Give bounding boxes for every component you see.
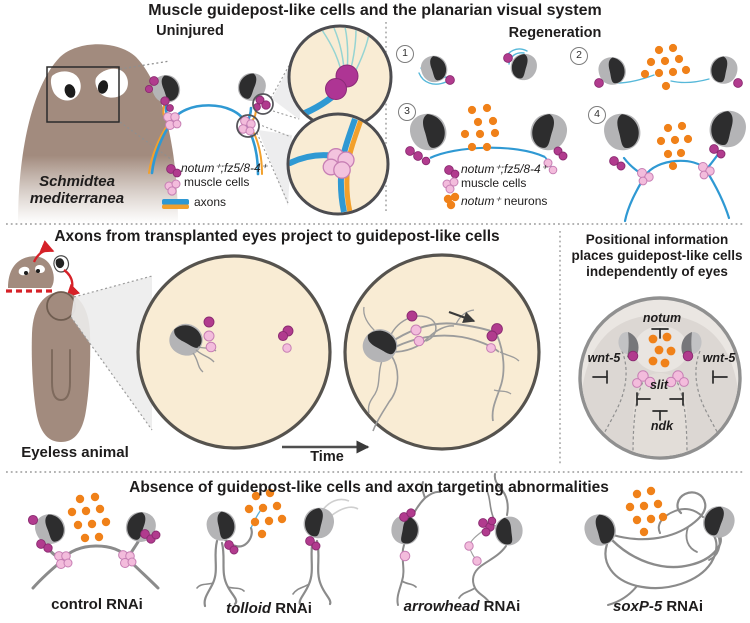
magenta-muscle-cells xyxy=(144,76,271,112)
regeneration-stage-1 xyxy=(418,48,539,85)
positional-information-diagram xyxy=(578,296,742,460)
species-name-line1: Schmidtea xyxy=(39,173,115,190)
legend-regen-gene: notum⁺;fz5/8-4⁺ xyxy=(461,162,548,176)
notum-neurons-cluster xyxy=(640,43,691,91)
positional-title-line1: Positional information xyxy=(585,232,729,247)
panel-separators xyxy=(6,22,744,473)
zoom-circle-intersection xyxy=(286,112,390,216)
legend-regen-muscle: muscle cells xyxy=(461,175,527,190)
legend-uninjured-gene: notum⁺;fz5/8-4⁺ xyxy=(181,161,268,175)
gene-label-ndk: ndk xyxy=(650,419,674,433)
transplant-illustration xyxy=(6,240,153,442)
timepoint-circle-early xyxy=(136,254,332,450)
gene-label-slit: slit xyxy=(649,378,669,392)
regeneration-stage-4 xyxy=(601,108,749,223)
condition-label-soxp5: soxP-5 RNAi xyxy=(612,598,704,615)
regeneration-stage-3 xyxy=(405,103,570,175)
legend-regeneration-icons xyxy=(442,165,460,210)
gene-label-wnt5-left: wnt-5 xyxy=(587,351,621,365)
stage-number-4: 4 xyxy=(588,106,606,124)
legend-uninjured-icons xyxy=(162,164,189,209)
time-label: Time xyxy=(310,449,344,465)
gene-label-notum: notum xyxy=(642,311,682,325)
eyeless-animal-label: Eyeless animal xyxy=(21,444,129,461)
target-arrow xyxy=(448,310,476,324)
stage-number-2: 2 xyxy=(570,47,588,65)
condition-label-arrowhead: arrowhead RNAi xyxy=(403,598,521,615)
planarian-illustration xyxy=(18,44,178,224)
condition-soxp5 xyxy=(582,486,738,606)
timepoint-circle-late xyxy=(343,253,541,451)
head-region-outline xyxy=(46,66,120,123)
panel-top-title: Muscle guidepost-like cells and the plan… xyxy=(148,2,602,19)
condition-arrowhead xyxy=(387,473,526,606)
condition-label-control: control RNAi xyxy=(51,596,143,613)
panel-bottom-title: Absence of guidepost-like cells and axon… xyxy=(129,479,609,496)
positional-title-line3: independently of eyes xyxy=(586,264,728,279)
zoom-circle-guidepost xyxy=(287,24,393,130)
pharynx xyxy=(51,349,71,402)
pink-muscle-cells xyxy=(163,112,256,136)
legend-regen-neurons-label: neurons xyxy=(500,194,548,208)
legend-uninjured-axons: axons xyxy=(194,195,227,209)
regeneration-label: Regeneration xyxy=(508,25,602,41)
condition-control xyxy=(27,492,161,590)
gene-label-wnt5-right: wnt-5 xyxy=(702,351,736,365)
stage-number-1: 1 xyxy=(396,45,414,63)
legend-regen-neurons-gene: notum⁺ xyxy=(461,194,501,208)
panel-middle-title: Axons from transplanted eyes project to … xyxy=(54,228,500,245)
legend-regen-neurons: notum⁺ neurons xyxy=(461,194,548,208)
condition-label-tolloid: tolloid RNAi xyxy=(226,600,312,617)
inhibition-bars xyxy=(592,328,728,421)
species-name-line2: mediterranea xyxy=(29,190,125,207)
positional-title-line2: places guidepost-like cells xyxy=(571,248,743,263)
uninjured-label: Uninjured xyxy=(156,23,224,39)
regeneration-stage-2 xyxy=(594,43,743,91)
legend-uninjured-muscle: muscle cells xyxy=(184,174,250,189)
stage-number-3: 3 xyxy=(398,103,416,121)
condition-tolloid xyxy=(196,488,359,608)
axons-icon xyxy=(162,199,189,205)
eyeless-animal-body xyxy=(31,292,91,442)
